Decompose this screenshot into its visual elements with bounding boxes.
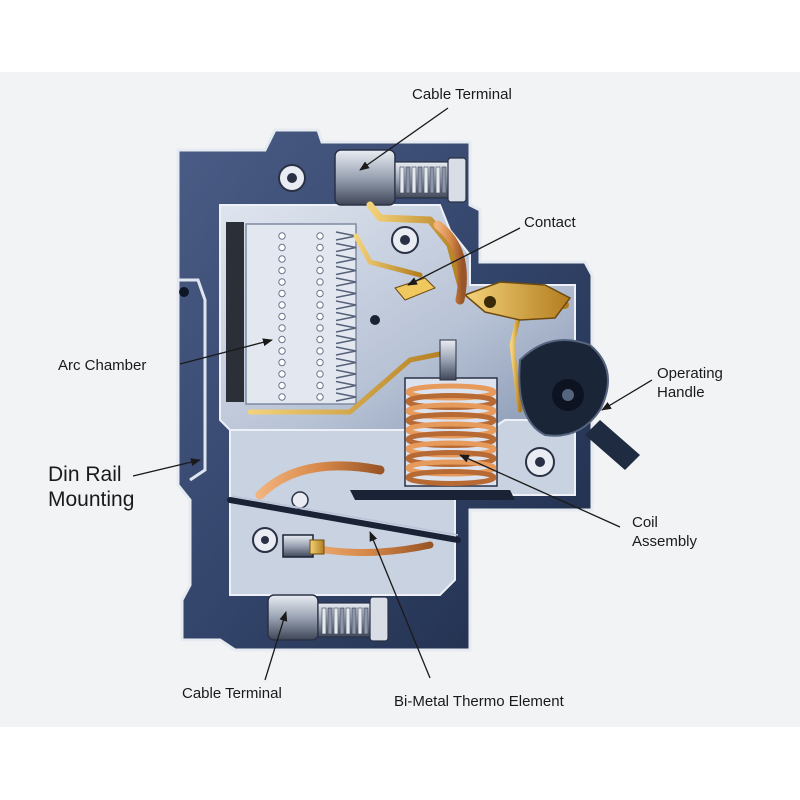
arc-chamber-hole — [316, 335, 324, 344]
arc-splitter-plate — [335, 357, 357, 368]
label-contact: Contact — [524, 214, 576, 231]
arc-chamber-hole — [316, 266, 324, 275]
terminal-screw-thread — [411, 166, 417, 194]
label-cable-terminal-top: Cable Terminal — [412, 86, 512, 103]
bimetal-element — [227, 461, 461, 558]
label-operating-handle-line2: Handle — [657, 384, 705, 401]
arc-splitter-plate — [335, 242, 357, 253]
label-coil-assembly: Coil Assembly — [632, 513, 697, 551]
arc-chamber-hole — [316, 381, 324, 390]
terminal-screw-thread — [327, 607, 333, 635]
arc-splitter-plate — [335, 265, 357, 276]
leader-lines — [132, 107, 653, 681]
label-din-rail-mounting: Din Rail Mounting — [48, 462, 134, 512]
arc-chamber-hole — [316, 393, 324, 401]
moving-contact — [394, 277, 572, 321]
arc-chamber-hole — [316, 243, 324, 252]
arc-chamber-hole — [278, 393, 286, 401]
arc-chamber-hole — [316, 301, 324, 309]
bottom-cable-terminal — [267, 594, 389, 642]
arc-chamber-hole — [316, 347, 324, 355]
pivot-rivets — [252, 164, 555, 553]
terminal-screw-thread — [441, 166, 447, 194]
arc-chamber-hole — [278, 347, 286, 355]
label-operating-handle-line1: Operating — [657, 365, 723, 382]
label-din-rail-line1: Din Rail — [48, 463, 122, 486]
label-operating-handle: Operating Handle — [657, 364, 723, 402]
arc-splitter-plate — [335, 288, 357, 299]
arc-chamber-hole — [278, 278, 286, 286]
coil-assembly — [350, 339, 515, 500]
terminal-screw-thread — [423, 166, 429, 194]
arc-chamber-hole — [316, 324, 324, 332]
terminal-screw-thread — [363, 607, 369, 635]
arc-splitter-plate — [335, 369, 357, 379]
label-coil-line1: Coil — [632, 514, 658, 531]
arc-splitter-plate — [335, 380, 357, 391]
arc-chamber-hole — [278, 289, 286, 298]
arc-chamber-hole — [278, 255, 286, 263]
din-rail-pin — [179, 287, 189, 297]
arc-chamber-hole — [278, 243, 286, 252]
terminal-screw-thread — [417, 166, 423, 194]
arc-chamber-hole — [316, 358, 324, 367]
arc-splitter-plate — [335, 323, 357, 333]
label-coil-line2: Assembly — [632, 533, 698, 550]
arc-chamber-hole — [278, 335, 286, 344]
terminal-screw-thread — [333, 607, 339, 635]
arc-chamber-hole — [278, 324, 286, 332]
terminal-screw-thread — [351, 607, 357, 635]
arc-chamber-hole — [278, 358, 286, 367]
terminal-screw-thread — [339, 607, 345, 635]
top-cable-terminal — [334, 149, 467, 206]
arc-splitter-plate — [335, 300, 357, 310]
arc-chamber-hole — [316, 255, 324, 263]
arc-chamber-hole — [278, 381, 286, 390]
terminal-screw-thread — [405, 166, 411, 194]
label-din-rail-line2: Mounting — [48, 488, 135, 511]
terminal-screw-thread — [435, 166, 441, 194]
arc-chamber-hole — [316, 278, 324, 286]
operating-handle — [518, 339, 640, 470]
label-cable-terminal-bottom: Cable Terminal — [182, 685, 282, 702]
arc-splitter-plate — [335, 254, 357, 264]
arc-chamber-hole — [278, 312, 286, 321]
terminal-screw-thread — [357, 607, 363, 635]
arc-chamber — [226, 222, 357, 405]
top-braid — [433, 220, 467, 305]
arc-chamber-hole — [316, 312, 324, 321]
arc-chamber-hole — [316, 232, 324, 240]
arc-splitter-plate — [335, 334, 357, 345]
din-rail-notch — [178, 278, 207, 482]
arc-splitter-plate — [335, 277, 357, 287]
arc-splitter-plate — [335, 392, 357, 402]
arc-chamber-hole — [278, 370, 286, 378]
terminal-screw-thread — [345, 607, 351, 635]
label-bimetal-thermo-element: Bi-Metal Thermo Element — [394, 693, 564, 710]
arc-chamber-hole — [278, 232, 286, 240]
arc-chamber-hole — [316, 289, 324, 298]
arc-splitter-plate — [335, 311, 357, 322]
arc-chamber-hole — [278, 301, 286, 309]
terminal-screw-thread — [399, 166, 405, 194]
arc-chamber-hole — [278, 266, 286, 275]
terminal-screw-thread — [429, 166, 435, 194]
terminal-screw-thread — [321, 607, 327, 635]
label-arc-chamber: Arc Chamber — [58, 357, 147, 374]
coil-winding — [405, 469, 497, 486]
arc-splitter-plate — [335, 346, 357, 356]
arc-chamber-hole — [316, 370, 324, 378]
